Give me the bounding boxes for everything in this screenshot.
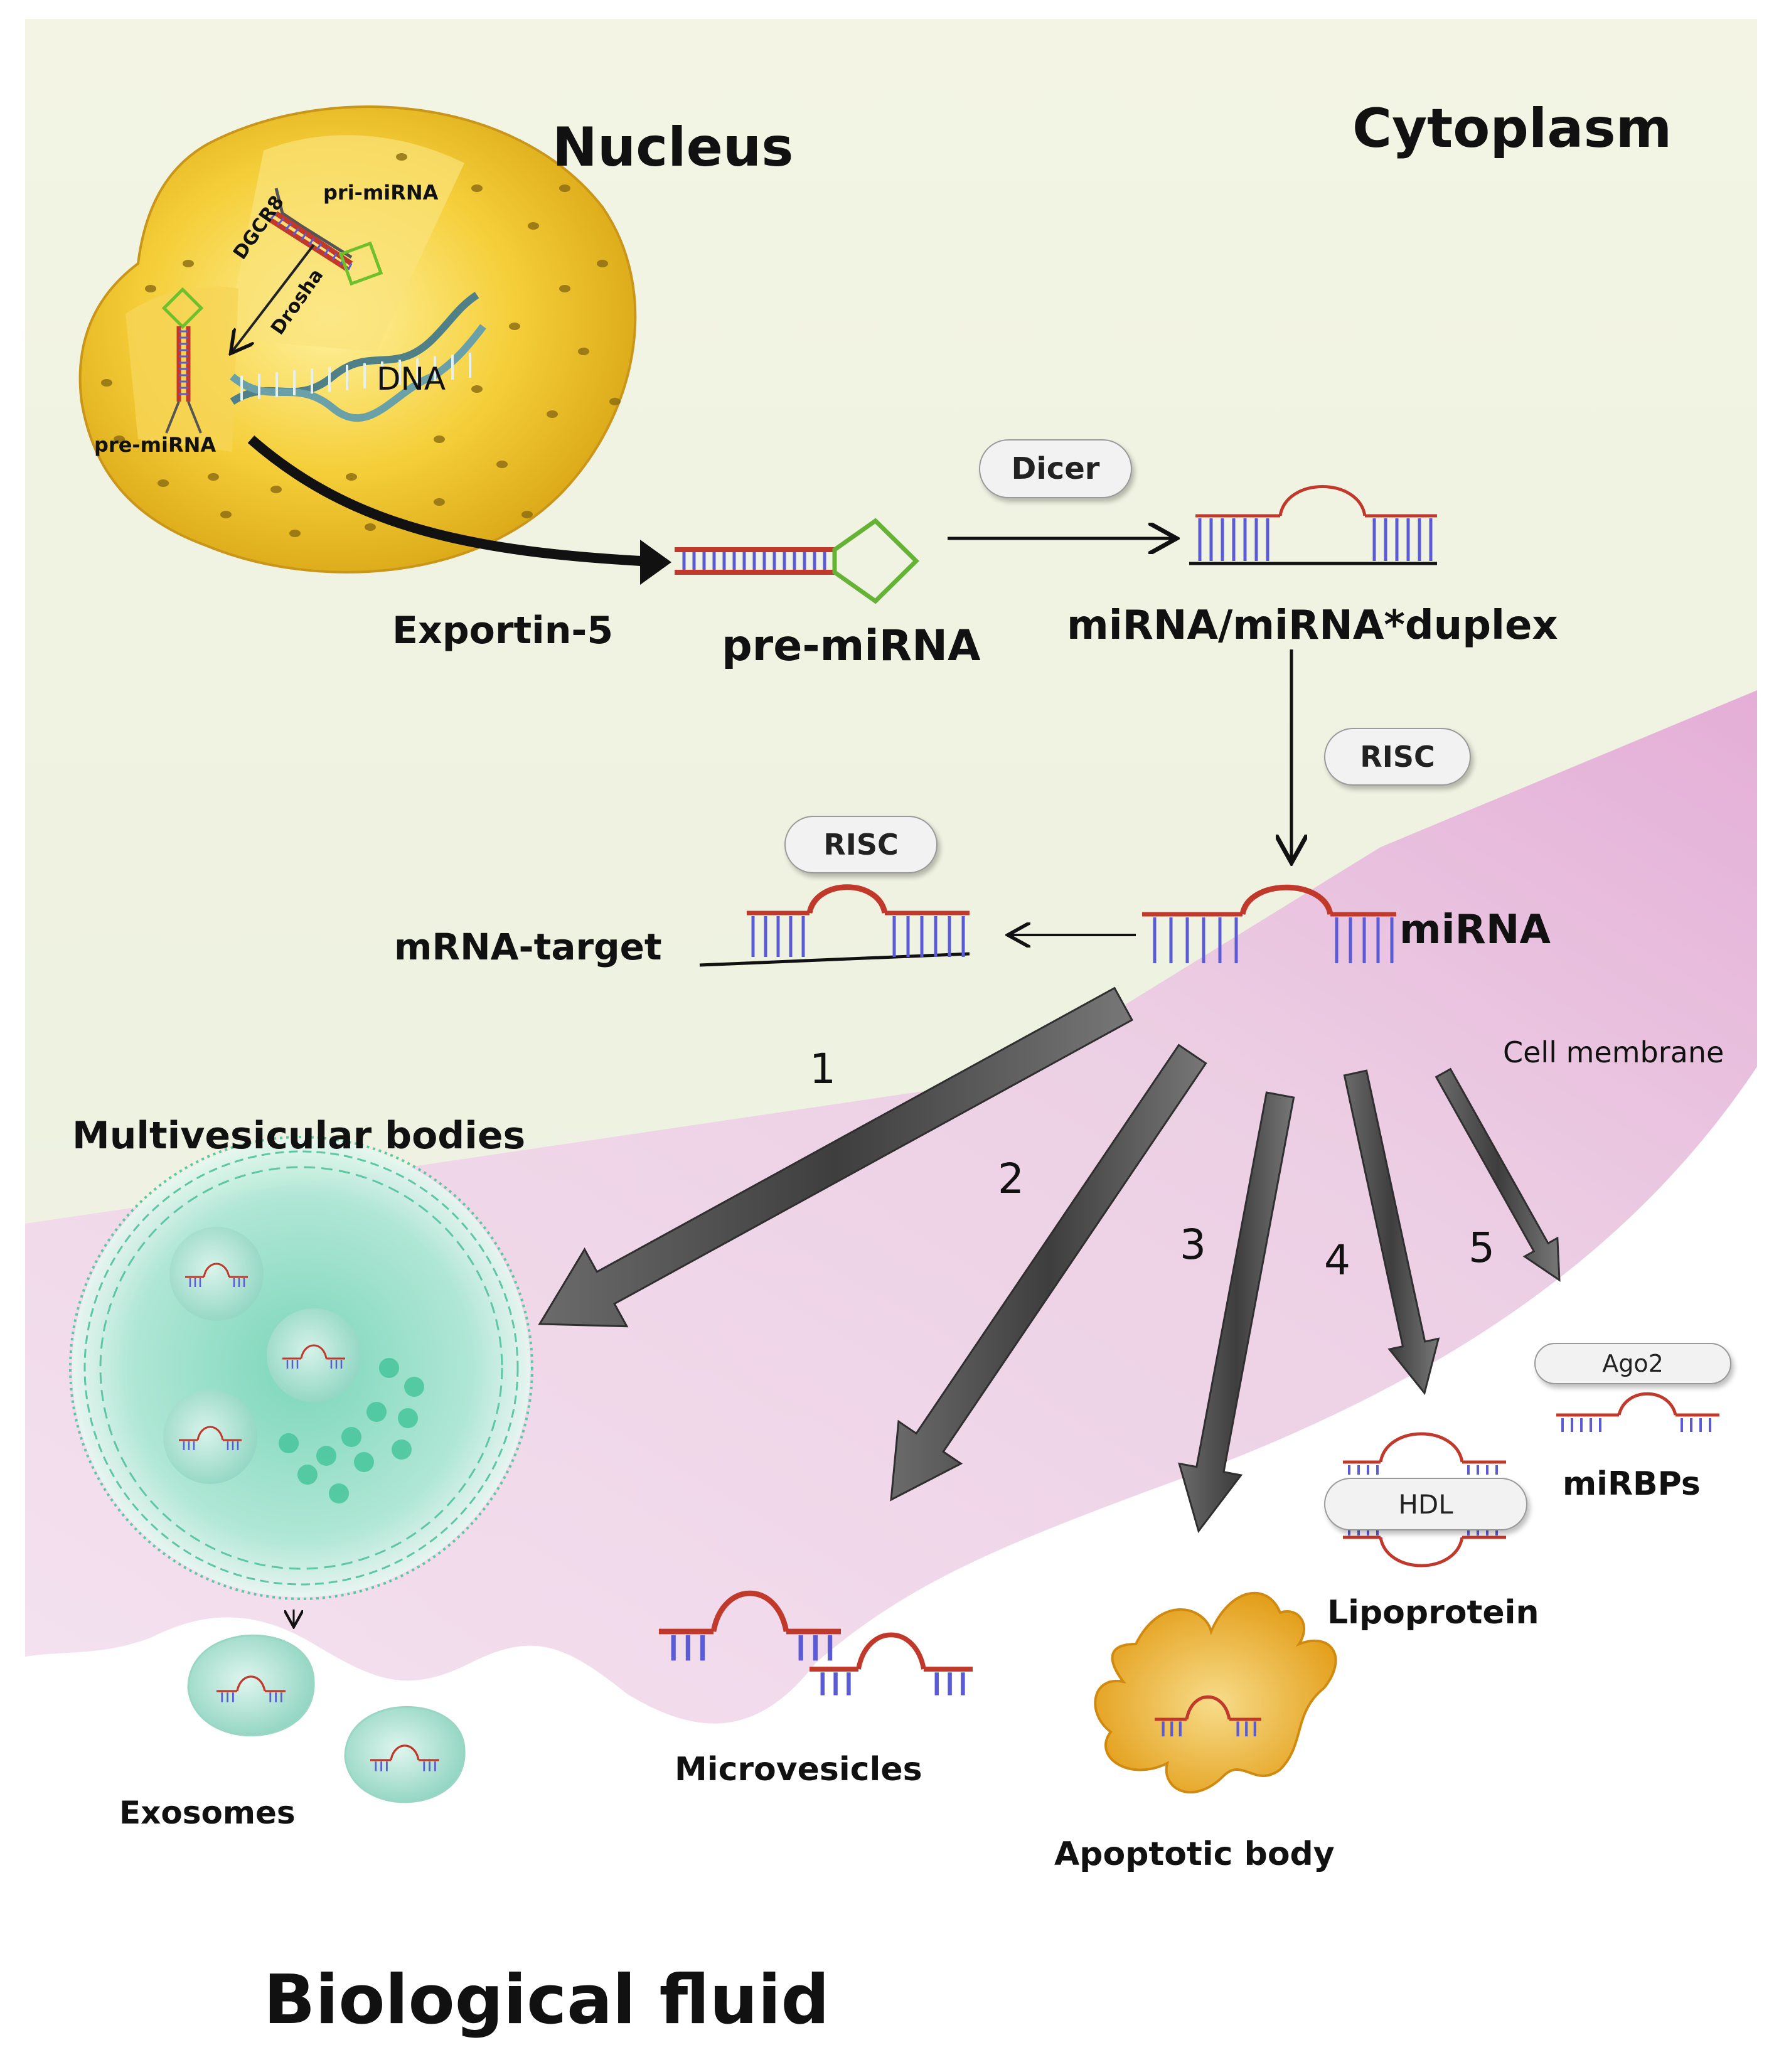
exportin-label: Exportin-5: [392, 609, 614, 653]
route-number-1: 1: [810, 1045, 836, 1093]
export-arrow: [247, 435, 653, 567]
secretion-route-arrows: [538, 986, 1561, 1534]
nuclear-pores: [101, 153, 621, 537]
pre-mirna-label: pre-miRNA: [722, 621, 981, 671]
mature-mirna-structure: [1142, 884, 1396, 963]
mrna-target-label: mRNA-target: [394, 926, 662, 968]
risc-complex-2: RISC: [784, 816, 938, 873]
drosha-cleavage-arrow: [232, 243, 315, 351]
cytoplasm-pre-mirna: [675, 518, 919, 604]
ago2-protein: Ago2: [1534, 1343, 1731, 1384]
duplex-label: miRNA/miRNA*duplex: [1067, 602, 1558, 649]
mrna-target-complex: [699, 884, 970, 967]
biological-fluid-label: Biological fluid: [264, 1961, 830, 2039]
multivesicular-bodies-label: Multivesicular bodies: [72, 1114, 526, 1158]
apoptotic-body-label: Apoptotic body: [1054, 1835, 1335, 1873]
nucleus-label: Nucleus: [552, 116, 794, 179]
cytoplasm-label: Cytoplasm: [1352, 97, 1672, 160]
dicer-enzyme: Dicer: [979, 439, 1132, 498]
export-arrow-head: [640, 540, 671, 585]
risc-complex-1: RISC: [1324, 728, 1471, 786]
mirna-label: miRNA: [1399, 907, 1551, 953]
exosomes-label: Exosomes: [119, 1795, 296, 1831]
dna-helix: [230, 292, 486, 422]
microvesicles-label: Microvesicles: [675, 1751, 922, 1788]
dna-label: DNA: [377, 361, 446, 397]
nucleus: [78, 105, 637, 574]
route-number-2: 2: [998, 1155, 1024, 1203]
exosomes: [187, 1634, 466, 1803]
multivesicular-body: [69, 1136, 533, 1600]
pri-mirna-hairpin: [268, 188, 383, 286]
route-number-4: 4: [1324, 1236, 1350, 1284]
nucleus-cutaway: [226, 135, 464, 351]
ago2-bound-mirna: [1556, 1392, 1719, 1432]
apoptotic-body: [1094, 1591, 1337, 1794]
route-number-5: 5: [1468, 1224, 1495, 1272]
mirbps-label: miRBPs: [1563, 1465, 1701, 1503]
mirna-duplex-structure: [1189, 485, 1437, 565]
nuclear-pre-mirna-label: pre-miRNA: [94, 433, 216, 457]
microvesicle-mirnas: [659, 1590, 973, 1696]
biological-fluid-region: [25, 1067, 1757, 2072]
hdl-particle: HDL: [1324, 1478, 1527, 1530]
lipoprotein-label: Lipoprotein: [1327, 1594, 1539, 1631]
cell-membrane-label: Cell membrane: [1503, 1035, 1724, 1069]
nuclear-pre-mirna-hairpin: [161, 287, 204, 434]
pri-mirna-label: pri-miRNA: [323, 181, 439, 205]
route-number-3: 3: [1180, 1220, 1206, 1269]
